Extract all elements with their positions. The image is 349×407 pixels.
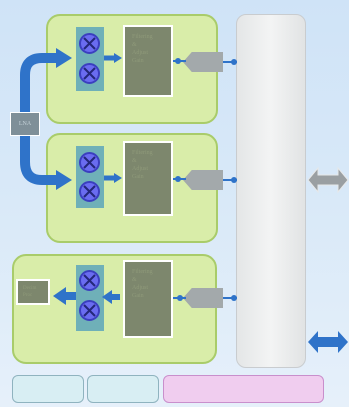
filter-label-line: Filtering bbox=[132, 34, 153, 40]
filter-label-line: Adjust bbox=[132, 285, 149, 291]
arrow-head bbox=[114, 173, 122, 183]
connector-dot bbox=[231, 295, 237, 301]
lna-split-arrow-down bbox=[20, 136, 58, 185]
filter-label-line: Adjust bbox=[132, 50, 149, 56]
mixer-icon bbox=[79, 181, 100, 202]
connector-dot bbox=[177, 295, 183, 301]
footer-box-3 bbox=[163, 375, 324, 403]
arrow-head bbox=[53, 287, 66, 305]
mixer-icon bbox=[79, 300, 100, 321]
data-bus-rail bbox=[236, 14, 306, 368]
mixer-pair-2 bbox=[76, 146, 104, 208]
arrow-head bbox=[56, 48, 72, 68]
mixer-pair-3 bbox=[76, 265, 104, 331]
adc-block-1 bbox=[183, 52, 223, 72]
blue-double-arrow bbox=[308, 331, 348, 353]
filter-gain-block-1: Filtering & Adjust Gain bbox=[123, 25, 173, 97]
connector-dot bbox=[231, 59, 237, 65]
channel-panel-3 bbox=[12, 254, 217, 364]
filter-gain-block-2: Filtering & Adjust Gain bbox=[123, 141, 173, 216]
gray-double-arrow bbox=[307, 166, 349, 194]
filter-label-line: & bbox=[132, 42, 137, 48]
mixer-icon bbox=[79, 63, 100, 84]
filter-label-line: Filtering bbox=[132, 269, 153, 275]
lna-block: LNA bbox=[10, 112, 40, 136]
backend-label-line: Decim bbox=[23, 286, 37, 291]
filter-gain-block-3: Filtering & Adjust Gain bbox=[123, 260, 173, 338]
adc-block-3 bbox=[183, 288, 223, 308]
mixer-icon bbox=[79, 33, 100, 54]
adc-block-2 bbox=[183, 170, 223, 190]
backend-block: Decim Proc bbox=[16, 279, 50, 305]
connector-dot bbox=[231, 177, 237, 183]
mixer-icon bbox=[79, 270, 100, 291]
filter-label-line: Adjust bbox=[132, 166, 149, 172]
connector-dot bbox=[175, 58, 181, 64]
backend-label-line: Proc bbox=[23, 293, 33, 298]
filter-label-line: Gain bbox=[132, 58, 144, 64]
filter-label-line: Gain bbox=[132, 174, 144, 180]
mixer-pair-1 bbox=[76, 27, 104, 91]
arrow-head bbox=[114, 53, 122, 63]
connector-dot bbox=[175, 176, 181, 182]
footer-box-1 bbox=[12, 375, 84, 403]
filter-label-line: & bbox=[132, 277, 137, 283]
filter-label-line: Gain bbox=[132, 293, 144, 299]
arrow-head bbox=[56, 170, 72, 190]
filter-label-line: & bbox=[132, 158, 137, 164]
mixer-icon bbox=[79, 152, 100, 173]
lna-split-arrow-up bbox=[20, 53, 58, 112]
footer-box-2 bbox=[87, 375, 159, 403]
arrow-head bbox=[102, 290, 112, 304]
filter-label-line: Filtering bbox=[132, 150, 153, 156]
